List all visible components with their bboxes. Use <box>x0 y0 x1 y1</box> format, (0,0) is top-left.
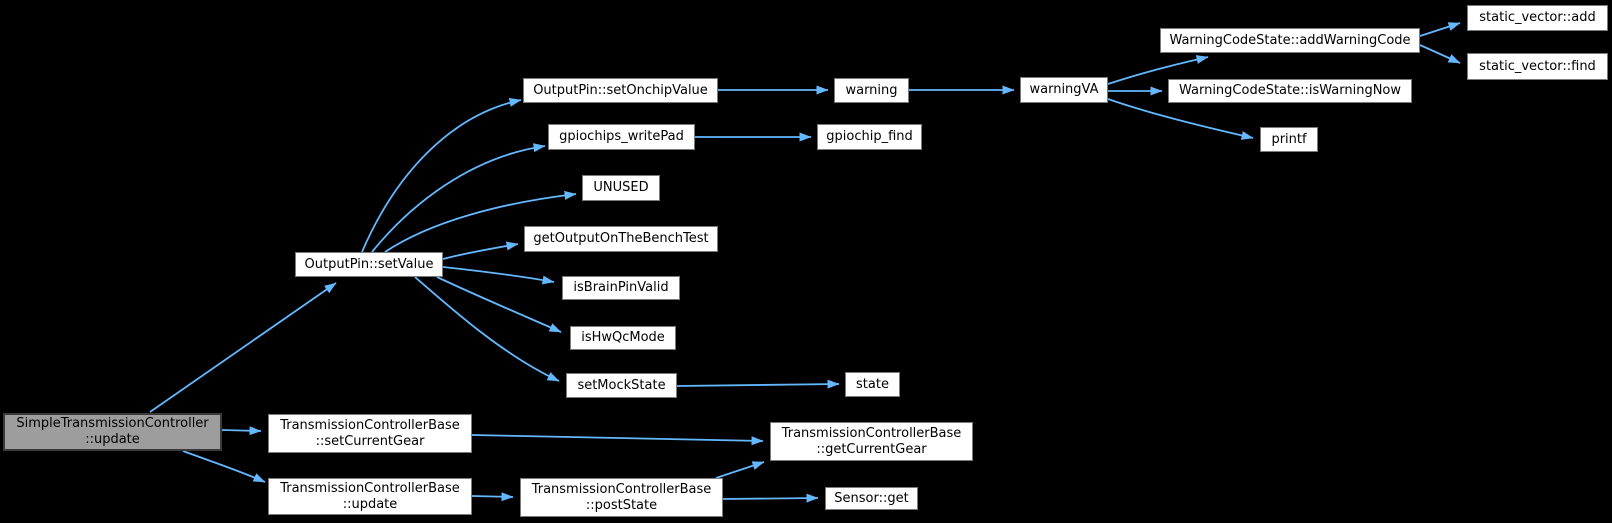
edge-tcb-poststate-to-tcb-getcurrentgear <box>715 461 765 479</box>
node-tcb-poststate[interactable]: TransmissionControllerBase::postState <box>520 478 723 517</box>
node-getoutputonthebenchtest[interactable]: getOutputOnTheBenchTest <box>524 226 718 252</box>
edge-tcb-update-to-tcb-poststate <box>471 492 514 502</box>
edge-outputpin-setvalue-to-getoutputonthebenchtest <box>442 241 519 260</box>
edge-simple-transmission-controller-update-to-tcb-setcurrentgear <box>221 426 262 436</box>
node-label: TransmissionControllerBase <box>280 480 460 496</box>
node-label: isBrainPinValid <box>573 280 669 295</box>
edge-warningcodestate-addwarningcode-to-static-vector-add <box>1419 22 1461 37</box>
edge-outputpin-setvalue-to-isbrainpinvalid <box>442 266 555 285</box>
edge-warningva-to-printf <box>1107 98 1254 140</box>
node-label: WarningCodeState::isWarningNow <box>1178 83 1402 98</box>
node-label: setMockState <box>577 377 666 393</box>
node-ishwqcmode[interactable]: isHwQcMode <box>570 326 676 350</box>
node-sensor-get[interactable]: Sensor::get <box>825 487 918 510</box>
edge-tcb-poststate-to-sensor-get <box>722 493 819 503</box>
node-label: WarningCodeState::addWarningCode <box>1169 32 1411 48</box>
edge-outputpin-setvalue-to-outputpin-setonchipvalue <box>361 97 522 253</box>
node-label: warning <box>845 82 898 98</box>
node-label: ::postState <box>585 497 658 513</box>
node-label: ::update <box>342 496 398 512</box>
node-outputpin-setonchipvalue[interactable]: OutputPin::setOnchipValue <box>523 78 718 103</box>
node-label: getOutputOnTheBenchTest <box>533 231 709 246</box>
node-gpiochip-find[interactable]: gpiochip_find <box>817 124 922 150</box>
node-label: UNUSED <box>593 180 649 195</box>
edge-outputpin-setvalue-to-setmockstate <box>414 276 560 382</box>
node-label: ::setCurrentGear <box>315 433 425 449</box>
node-printf[interactable]: printf <box>1260 127 1318 152</box>
node-label: OutputPin::setOnchipValue <box>533 82 708 98</box>
edge-warningcodestate-addwarningcode-to-static-vector-find <box>1419 44 1461 64</box>
node-outputpin-setvalue[interactable]: OutputPin::setValue <box>295 252 443 277</box>
node-label: SimpleTransmissionController <box>16 416 209 431</box>
node-label: static_vector::add <box>1479 10 1596 25</box>
node-label: ::getCurrentGear <box>816 441 927 457</box>
node-label: gpiochips_writePad <box>559 129 684 144</box>
node-label: Sensor::get <box>834 490 909 506</box>
node-static-vector-find[interactable]: static_vector::find <box>1467 53 1608 80</box>
edge-tcb-setcurrentgear-to-tcb-getcurrentgear <box>471 434 764 446</box>
node-warningva[interactable]: warningVA <box>1020 77 1108 103</box>
node-warningcodestate-iswarningnow[interactable]: WarningCodeState::isWarningNow <box>1168 79 1412 103</box>
node-label: gpiochip_find <box>826 129 913 144</box>
node-tcb-getcurrentgear[interactable]: TransmissionControllerBase::getCurrentGe… <box>770 422 973 461</box>
node-label: warningVA <box>1029 82 1099 97</box>
node-static-vector-add[interactable]: static_vector::add <box>1467 5 1608 31</box>
node-label: TransmissionControllerBase <box>531 481 712 497</box>
node-label: ::update <box>85 432 140 447</box>
node-warning[interactable]: warning <box>834 78 909 103</box>
node-gpiochips-writepad[interactable]: gpiochips_writePad <box>548 124 695 150</box>
edge-outputpin-setvalue-to-unused <box>384 190 577 253</box>
node-label: printf <box>1271 131 1307 147</box>
node-tcb-setcurrentgear[interactable]: TransmissionControllerBase::setCurrentGe… <box>268 414 472 453</box>
node-setmockstate[interactable]: setMockState <box>566 373 677 398</box>
node-label: TransmissionControllerBase <box>781 425 962 441</box>
node-label: OutputPin::setValue <box>304 256 434 272</box>
node-label: static_vector::find <box>1479 58 1596 74</box>
node-simple-transmission-controller-update[interactable]: SimpleTransmissionController::update <box>3 413 222 451</box>
edge-outputpin-setvalue-to-gpiochips-writepad <box>371 143 546 253</box>
node-unused[interactable]: UNUSED <box>582 175 660 201</box>
edge-simple-transmission-controller-update-to-tcb-update <box>182 450 266 483</box>
node-warningcodestate-addwarningcode[interactable]: WarningCodeState::addWarningCode <box>1160 28 1420 53</box>
edge-outputpin-setvalue-to-ishwqcmode <box>436 276 562 333</box>
edge-simple-transmission-controller-update-to-outputpin-setvalue <box>149 282 337 413</box>
edge-setmockstate-to-state <box>676 379 840 389</box>
edge-warningva-to-warningcodestate-addwarningcode <box>1107 55 1209 85</box>
node-label: TransmissionControllerBase <box>280 417 460 433</box>
node-isbrainpinvalid[interactable]: isBrainPinValid <box>562 276 680 300</box>
node-state[interactable]: state <box>845 372 900 397</box>
node-tcb-update[interactable]: TransmissionControllerBase::update <box>268 478 472 515</box>
node-label: isHwQcMode <box>581 330 665 345</box>
node-label: state <box>856 376 889 392</box>
